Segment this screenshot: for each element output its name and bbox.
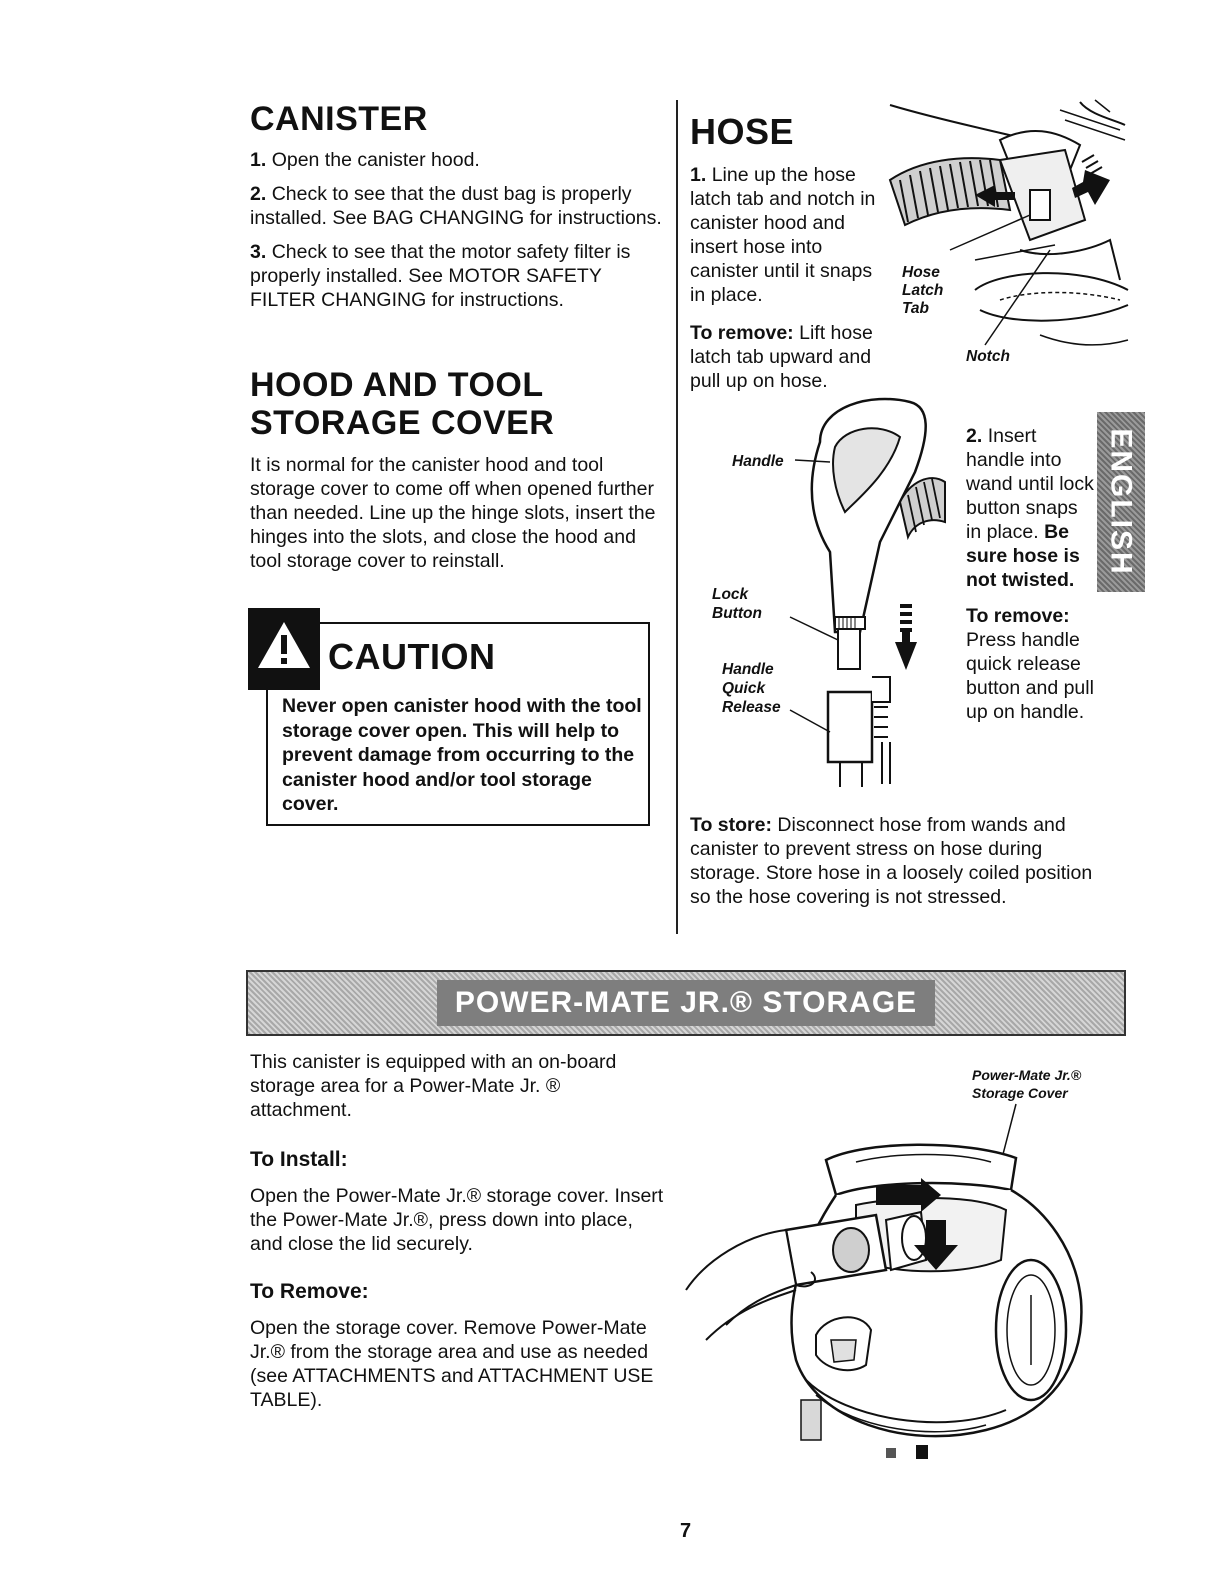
hood-tool-heading-line1: HOOD AND TOOL: [250, 366, 544, 404]
canister-step-1: 1. Open the canister hood.: [250, 149, 480, 171]
handle-wand-illustration: [789, 397, 946, 787]
caution-box: [266, 622, 650, 826]
warning-triangle-icon: [258, 622, 310, 668]
powermate-band-title-box: POWER-MATE JR.® STORAGE: [436, 980, 936, 1026]
callout-handle: Handle: [732, 453, 784, 470]
remove-heading: To Remove:: [250, 1280, 369, 1303]
canister-step-3: 3. Check to see that the motor safety fi…: [250, 241, 631, 311]
column-divider: [676, 100, 678, 934]
callout-storage-cover: Power-Mate Jr.® Storage Cover: [972, 1067, 1082, 1101]
powermate-band-title: POWER-MATE JR.® STORAGE: [454, 986, 918, 1019]
canister-heading: CANISTER: [250, 100, 428, 138]
hood-tool-body: It is normal for the canister hood and t…: [250, 454, 656, 572]
hose-step-2: 2. Insert handle into wand until lock bu…: [966, 425, 1094, 591]
callout-notch: Notch: [966, 348, 1010, 365]
powermate-storage-illustration: [685, 1103, 1083, 1459]
hose-step-1: 1. Line up the hose latch tab and notch …: [690, 164, 876, 306]
hose-store: To store: Disconnect hose from wands and…: [690, 814, 1093, 908]
hose-remove-1: To remove: Lift hose latch tab upward an…: [690, 322, 873, 392]
language-tab: [1097, 412, 1145, 592]
install-heading: To Install:: [250, 1148, 348, 1171]
caution-title: CAUTION: [328, 636, 496, 677]
hood-tool-heading-line2: STORAGE COVER: [250, 404, 555, 443]
callout-lock-button: Lock Button: [712, 586, 762, 622]
canister-step-2: 2. Check to see that the dust bag is pro…: [250, 183, 662, 229]
install-text: Open the Power-Mate Jr.® storage cover. …: [250, 1185, 664, 1255]
hose-heading: HOSE: [690, 111, 795, 152]
callout-handle-quick-release: Handle Quick Release: [722, 661, 781, 716]
callout-hose-latch-tab: Hose Latch Tab: [902, 264, 944, 317]
powermate-intro: This canister is equipped with an on-boa…: [250, 1051, 617, 1121]
hose-insertion-illustration: [888, 99, 1129, 346]
language-tab-label: ENGLISH: [1105, 428, 1139, 576]
hose-remove-2: To remove: Press handle quick release bu…: [966, 605, 1094, 723]
caution-body: Never open canister hood with the tool s…: [282, 695, 642, 815]
remove-text: Open the storage cover. Remove Power-Mat…: [250, 1317, 654, 1411]
hood-tool-heading: HOOD AND TOOL STORAGE COVER: [250, 366, 554, 442]
powermate-band: POWER-MATE JR.® STORAGE: [246, 970, 1126, 1036]
page-number: 7: [680, 1520, 692, 1542]
canister-steps: 1. Open the canister hood. 2. Check to s…: [250, 148, 665, 322]
